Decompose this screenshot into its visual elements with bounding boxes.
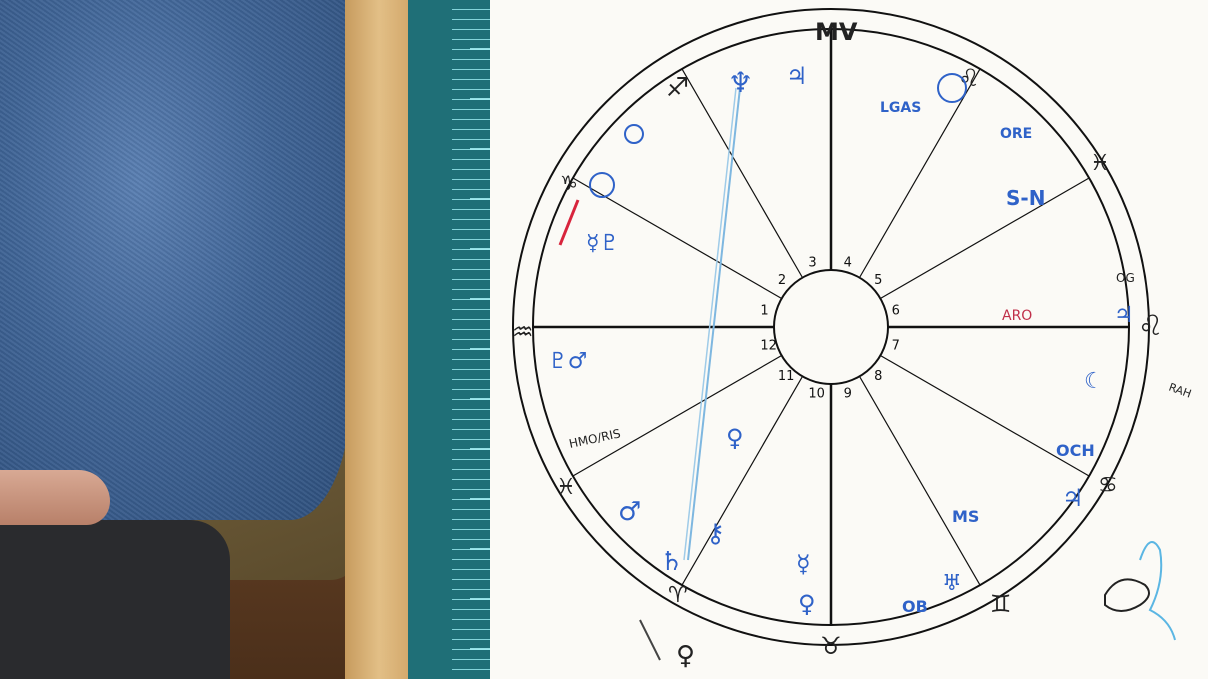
mercury-pluto-glyphs: ☿♇ — [586, 231, 619, 256]
och-note: OCH — [1056, 441, 1095, 460]
sign-mc-label: MV — [815, 18, 858, 46]
house-cusp-line — [880, 178, 1089, 299]
sign-gemini: ♊ — [990, 590, 1012, 618]
sign-aquarius: ♒ — [512, 318, 534, 346]
pisces-glyphs: ♂ — [618, 497, 641, 527]
ore-note: ORE — [1000, 126, 1032, 142]
bottom-arrow — [640, 620, 660, 660]
gas-note: LGAS — [880, 100, 921, 116]
house-number: 5 — [874, 273, 882, 288]
house-number: 3 — [808, 255, 816, 270]
house-number: 4 — [844, 255, 852, 270]
blue-scribble — [1140, 542, 1175, 640]
house-number: 10 — [808, 387, 825, 402]
house-number: 7 — [892, 339, 900, 354]
jupiter-glyph-cancer: ♃ — [1062, 484, 1084, 512]
house-number: 12 — [760, 339, 777, 354]
house-number: 6 — [892, 303, 900, 318]
sign-aries: ♈ — [668, 583, 688, 608]
rah-note: RAH — [1167, 381, 1193, 401]
house-cusp-line — [860, 376, 981, 585]
house-cusp-line — [682, 69, 803, 278]
circled-note-cap — [590, 173, 614, 197]
sign-sagittarius: ♐ — [666, 73, 689, 103]
chiron-glyph: ⚷ — [706, 519, 725, 549]
hmo-note: HMO/RIS — [568, 426, 622, 451]
bird-sketch — [1105, 579, 1149, 611]
inner-circle — [774, 270, 888, 384]
house-number: 2 — [778, 273, 786, 288]
venus-glyph-bottom: ♀ — [798, 590, 816, 618]
sign-taurus: ♉ — [820, 632, 842, 660]
sign-aquarius-top: ♓ — [1090, 151, 1110, 176]
house-number: 1 — [760, 303, 768, 318]
south-node-note: S-N — [1006, 186, 1045, 210]
aspect-line — [688, 88, 740, 560]
house-number: 9 — [844, 387, 852, 402]
sign-cancer: ♋ — [1098, 473, 1118, 498]
venus-glyph: ♀ — [726, 424, 744, 452]
aspect-line-2 — [684, 88, 736, 560]
neptune-gemini-glyph: ♅ — [942, 571, 962, 596]
hand — [0, 470, 110, 525]
pluto-aqua-glyphs: ♇♂ — [548, 349, 587, 374]
chair-seat — [0, 520, 230, 679]
red-mark — [560, 200, 578, 245]
sign-pisces: ♓ — [556, 475, 576, 500]
moon-glyph: ☾ — [1084, 369, 1104, 394]
house-cusp-line — [573, 356, 782, 477]
og-note: OG — [1116, 271, 1135, 285]
bottom-venus-glyph: ♀ — [676, 641, 695, 671]
aro-note: ARO — [1002, 308, 1032, 324]
jupiter-glyph-top: ♃ — [786, 62, 808, 90]
house-number: 8 — [874, 369, 882, 384]
mars-leo-glyph: ♃ — [1114, 303, 1134, 328]
ms-note: MS — [952, 507, 979, 526]
denim-shirt — [0, 0, 350, 520]
circled-note-left — [625, 125, 643, 143]
sign-leo: ♌ — [1138, 309, 1163, 342]
sign-capricorn: ♑ — [560, 171, 578, 195]
saturn-glyph: ♄ — [660, 547, 683, 577]
mercury-glyph-bottom: ☿ — [796, 550, 811, 578]
ob-note: OB — [902, 597, 928, 616]
house-number: 11 — [778, 369, 795, 384]
neptune-glyph: ♆ — [728, 66, 753, 99]
